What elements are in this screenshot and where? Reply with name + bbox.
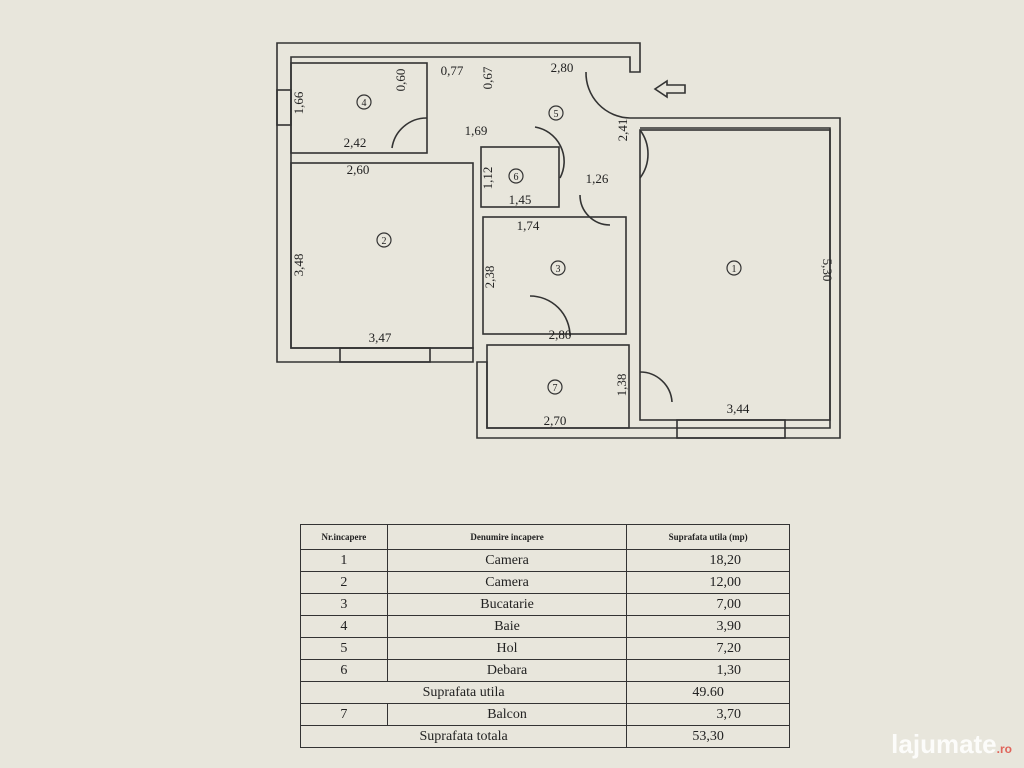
room-area: 1,30 xyxy=(626,659,790,682)
dimension-label: 2,38 xyxy=(482,266,497,289)
room-nr: 4 xyxy=(300,615,388,638)
room-number-3: 3 xyxy=(556,264,561,275)
room-name: Baie xyxy=(386,615,628,638)
room-name: Camera xyxy=(386,549,628,572)
column-header: Suprafata utila (mp) xyxy=(626,524,790,550)
room-area: 3,90 xyxy=(626,615,790,638)
room-area: 12,00 xyxy=(626,571,790,594)
door-arc xyxy=(391,117,428,149)
room-number-4: 4 xyxy=(362,98,367,109)
dimension-label: 1,45 xyxy=(509,192,532,207)
watermark-suffix: .ro xyxy=(996,742,1012,756)
watermark-logo: lajumate.ro xyxy=(891,729,1012,760)
window xyxy=(276,89,292,126)
watermark-text: lajumate xyxy=(891,729,997,759)
room-nr: 3 xyxy=(300,593,388,616)
door-arc xyxy=(529,295,571,337)
room-nr: 6 xyxy=(300,659,388,682)
room-number-2: 2 xyxy=(382,236,387,247)
dimension-label: 2,42 xyxy=(344,135,367,150)
room-nr: 1 xyxy=(300,549,388,572)
dimension-label: 2,60 xyxy=(347,162,370,177)
door-arc xyxy=(534,126,565,179)
total-value: 53,30 xyxy=(626,725,790,748)
room-name: Camera xyxy=(386,571,628,594)
dimension-label: 0,60 xyxy=(393,69,408,92)
room-nr: 7 xyxy=(300,703,388,726)
dimension-label: 1,26 xyxy=(586,171,609,186)
subtotal-value: 49.60 xyxy=(626,681,790,704)
room-name: Hol xyxy=(386,637,628,660)
room-number-1: 1 xyxy=(732,264,737,275)
dimension-label: 5,30 xyxy=(820,259,835,282)
entrance-arrow-icon xyxy=(653,79,686,99)
room-2-outline xyxy=(290,162,474,349)
outer-wall xyxy=(276,42,641,363)
column-header: Nr.incapere xyxy=(300,524,388,550)
dimension-label: 1,74 xyxy=(517,218,540,233)
dimension-label: 1,66 xyxy=(291,91,306,114)
room-name: Bucatarie xyxy=(386,593,628,616)
window xyxy=(339,347,431,363)
room-nr: 5 xyxy=(300,637,388,660)
door-arc xyxy=(639,129,649,179)
total-label: Suprafata totala xyxy=(299,725,628,748)
room-number-5: 5 xyxy=(554,109,559,120)
dimension-label: 1,38 xyxy=(614,374,629,397)
dimension-label: 3,48 xyxy=(291,254,306,277)
room-area: 7,00 xyxy=(626,593,790,616)
dimension-label: 3,47 xyxy=(369,330,392,345)
window xyxy=(676,419,786,439)
door-arc xyxy=(639,371,673,403)
dimension-label: 3,44 xyxy=(727,401,750,416)
table-header-row: Nr.incapere Denumire incapere Suprafata … xyxy=(300,524,790,550)
dimension-label: 0,67 xyxy=(480,66,495,89)
dimension-label: 1,69 xyxy=(465,123,488,138)
dimension-label: 2,80 xyxy=(549,327,572,342)
room-3-outline xyxy=(482,216,627,335)
outer-wall-right xyxy=(476,117,841,439)
room-name: Debara xyxy=(386,659,628,682)
dimension-label: 0,77 xyxy=(441,63,464,78)
door-arc xyxy=(579,194,611,226)
door-arc xyxy=(585,71,631,119)
room-name: Balcon xyxy=(386,703,628,726)
room-nr: 2 xyxy=(300,571,388,594)
room-number-6: 6 xyxy=(514,172,519,183)
room-area: 7,20 xyxy=(626,637,790,660)
room-area-table: Nr.incapere Denumire incapere Suprafata … xyxy=(299,524,790,748)
subtotal-label: Suprafata utila xyxy=(299,681,628,704)
dimension-label: 2,41 xyxy=(615,119,630,142)
room-7-outline xyxy=(486,344,630,429)
dimension-label: 1,12 xyxy=(480,167,495,190)
column-header: Denumire incapere xyxy=(386,524,628,550)
room-area: 3,70 xyxy=(626,703,790,726)
room-6-outline xyxy=(480,146,560,208)
room-number-7: 7 xyxy=(553,383,558,394)
room-area: 18,20 xyxy=(626,549,790,572)
dimension-label: 2,80 xyxy=(551,60,574,75)
dimension-label: 2,70 xyxy=(544,413,567,428)
